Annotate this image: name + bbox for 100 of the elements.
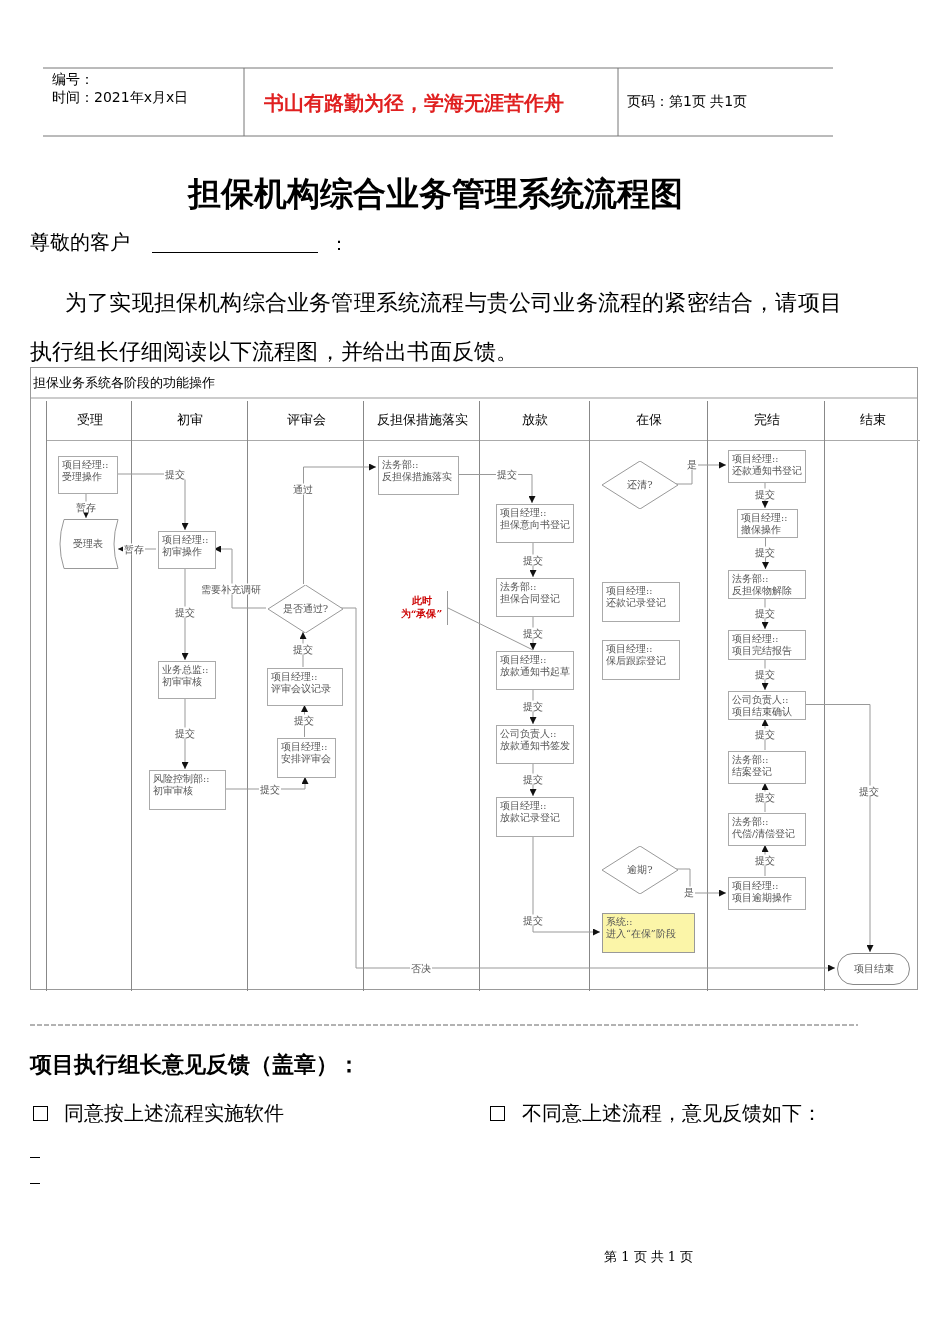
edge-label: 提交 bbox=[522, 700, 544, 712]
lane-header: 评审会 bbox=[248, 401, 364, 441]
lane-header: 受理 bbox=[47, 401, 132, 441]
process-box: 公司负责人:: 项目结束确认 bbox=[728, 691, 806, 720]
process-box: 项目经理:: 初审操作 bbox=[158, 531, 216, 569]
decision-diamond: 逾期? bbox=[602, 846, 678, 894]
arrow bbox=[213, 545, 267, 609]
arrow bbox=[762, 536, 769, 570]
arrow bbox=[761, 718, 769, 751]
page-footer: 第 1 页 共 1 页 bbox=[604, 1248, 694, 1266]
edge-label: 提交 bbox=[754, 728, 776, 740]
edge-label: 提交 bbox=[522, 914, 544, 926]
process-box: 公司负责人:: 放款通知书签发 bbox=[496, 725, 574, 764]
edge-label: 提交 bbox=[754, 546, 776, 558]
edge-label: 提交 bbox=[293, 714, 315, 726]
lane-header: 反担保措施落实 bbox=[364, 401, 480, 441]
edge-label: 提交 bbox=[522, 627, 544, 639]
arrow bbox=[803, 704, 874, 953]
document-shape: 受理表 bbox=[56, 519, 120, 569]
swimlane bbox=[707, 401, 824, 991]
process-box: 项目经理:: 放款通知书起草 bbox=[496, 651, 574, 690]
edge-label: 提交 bbox=[174, 606, 196, 618]
process-box: 法务部:: 担保合同登记 bbox=[496, 578, 574, 617]
greeting-text: 尊敬的客户 bbox=[30, 229, 130, 256]
arrow bbox=[303, 463, 377, 585]
edge-label: 暂存 bbox=[123, 543, 145, 555]
intro-paragraph: 为了实现担保机构综合业务管理系统流程与贵公司业务流程的紧密结合，请项目执行组长仔细阅读以下流程图，并给出书面反馈。 bbox=[30, 289, 843, 366]
process-box: 项目经理:: 项目完结报告 bbox=[728, 630, 806, 660]
process-box: 项目经理:: 安排评审会 bbox=[277, 738, 336, 778]
process-box: 项目经理:: 评审会议记录 bbox=[267, 668, 343, 706]
arrow bbox=[761, 844, 769, 877]
swimlane bbox=[363, 401, 479, 991]
process-box: 项目经理:: 项目逾期操作 bbox=[728, 877, 806, 910]
arrow bbox=[529, 541, 537, 578]
process-box: 风险控制部:: 初审审核 bbox=[149, 770, 226, 810]
process-box: 项目经理:: 还款通知书登记 bbox=[728, 450, 806, 483]
swimlane bbox=[589, 401, 707, 991]
arrow bbox=[675, 868, 727, 897]
lane-header: 结束 bbox=[825, 401, 920, 441]
page-number: 页码：第1页 共1页 bbox=[627, 93, 748, 111]
arrow bbox=[340, 607, 836, 972]
edge-label: 提交 bbox=[522, 773, 544, 785]
edge-label: 提交 bbox=[496, 468, 518, 480]
leader-line bbox=[445, 606, 534, 651]
date-text: 时间：2021年x月x日 bbox=[52, 89, 189, 107]
annotation-note: 此时为“承保” bbox=[400, 591, 448, 625]
edge-label: 提交 bbox=[754, 668, 776, 680]
arrow bbox=[181, 697, 189, 770]
edge-label: 提交 bbox=[754, 854, 776, 866]
edge-label: 是 bbox=[686, 458, 698, 470]
edge-label: 提交 bbox=[259, 783, 281, 795]
edge-label: 提交 bbox=[754, 791, 776, 803]
edge-label: 通过 bbox=[292, 483, 314, 495]
arrow bbox=[761, 481, 769, 509]
edge-label: 是 bbox=[683, 886, 695, 898]
colon-text: ： bbox=[330, 232, 348, 256]
edge-label: 提交 bbox=[174, 727, 196, 739]
process-box: 法务部:: 反担保措施落实 bbox=[378, 456, 459, 495]
swimlane bbox=[479, 401, 589, 991]
edge-label: 提交 bbox=[858, 785, 880, 797]
edge-label: 需要补充调研 bbox=[200, 583, 262, 595]
option-text: 不同意上述流程，意见反馈如下： bbox=[522, 1100, 822, 1127]
arrow bbox=[301, 704, 308, 738]
arrow bbox=[675, 461, 727, 485]
lane-header: 在保 bbox=[590, 401, 708, 441]
terminal-shape: 项目结束 bbox=[837, 953, 910, 985]
edge-label: 提交 bbox=[522, 554, 544, 566]
process-box: 项目经理:: 担保意向书登记 bbox=[496, 504, 574, 543]
swimlane bbox=[824, 401, 919, 991]
decision-diamond: 是否通过? bbox=[268, 585, 343, 633]
process-box: 项目经理:: 受理操作 bbox=[58, 456, 118, 494]
process-box: 法务部:: 结案登记 bbox=[728, 751, 806, 784]
edge-label: 提交 bbox=[754, 607, 776, 619]
page-title: 担保机构综合业务管理系统流程图 bbox=[186, 173, 684, 215]
decision-diamond: 还清? bbox=[602, 461, 678, 509]
process-box: 项目经理:: 撤保操作 bbox=[737, 509, 798, 538]
process-box: 项目经理:: 保后跟踪登记 bbox=[602, 640, 680, 680]
edge-label: 提交 bbox=[292, 643, 314, 655]
edge-label: 提交 bbox=[164, 468, 186, 480]
process-box: 业务总监:: 初审审核 bbox=[158, 661, 216, 699]
lane-header: 放款 bbox=[480, 401, 590, 441]
lane-header: 完结 bbox=[708, 401, 825, 441]
edge-label: 提交 bbox=[754, 488, 776, 500]
swimlane-frame bbox=[30, 367, 918, 990]
field-label: 编号： bbox=[52, 71, 94, 89]
process-box: 法务部:: 反担保物解除 bbox=[728, 570, 806, 599]
arrow bbox=[529, 762, 537, 797]
arrow bbox=[532, 835, 601, 936]
motto-text: 书山有路勤为径，学海无涯苦作舟 bbox=[264, 90, 564, 117]
edge-label: 暂存 bbox=[75, 501, 97, 513]
process-box: 法务部:: 代偿/清偿登记 bbox=[728, 813, 806, 846]
process-box: 系统:: 进入“在保”阶段 bbox=[602, 913, 695, 953]
arrow bbox=[761, 597, 769, 630]
arrow bbox=[181, 567, 189, 661]
process-box: 项目经理:: 放款记录登记 bbox=[496, 797, 574, 837]
edge-label: 否决 bbox=[410, 962, 432, 974]
lane-header: 初审 bbox=[132, 401, 248, 441]
section-heading: 项目执行组长意见反馈（盖章）： bbox=[30, 1051, 360, 1079]
option-text: 同意按上述流程实施软件 bbox=[64, 1100, 284, 1127]
arrow bbox=[761, 658, 769, 691]
